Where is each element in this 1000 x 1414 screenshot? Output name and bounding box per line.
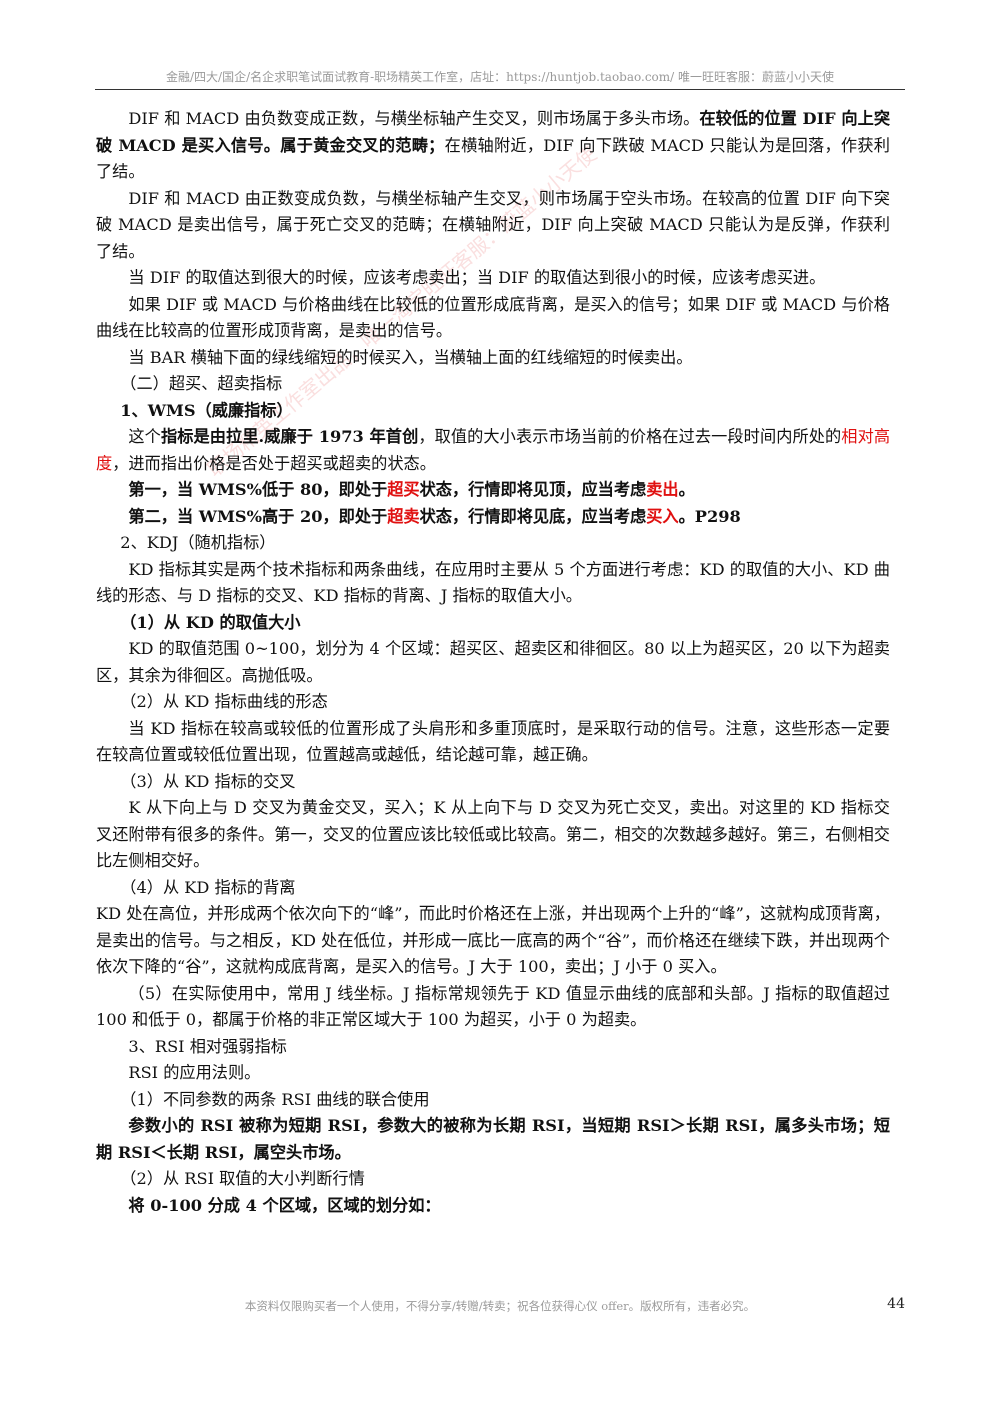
text-span: 。 [678,480,695,499]
subheading-kd-value: （1）从 KD 的取值大小 [120,612,301,632]
paragraph-kd-cross: K 从下向上与 D 交叉为黄金交叉，买入；K 从上向下与 D 交叉为死亡交叉，卖… [96,798,890,870]
paragraph-kd-intro: KD 指标其实是两个技术指标和两条曲线，在应用时主要从 5 个方面进行考虑：KD… [96,559,890,606]
text-span: 。P298 [678,506,741,526]
subheading-kd-cross: （3）从 KD 指标的交叉 [120,771,296,791]
text-span: 第二，当 WMS%高于 20，即处于 [128,506,388,526]
red-text-sell: 卖出 [646,480,679,499]
paragraph-macd-bull: DIF 和 MACD 由负数变成正数，与横坐标轴产生交叉，则市场属于多头市场。在… [96,106,890,186]
paragraph-wms-first: 第一，当 WMS%低于 80，即处于超买状态，行情即将见顶，应当考虑卖出。 [96,477,890,504]
text-span: 状态，行情即将见底，应当考虑 [419,506,647,526]
paragraph-kd-shape: 当 KD 指标在较高或较低的位置形成了头肩形和多重顶底时，是采取行动的信号。注意… [96,718,890,765]
paragraph-j-line: （5）在实际使用中，常用 J 线坐标。J 指标常规领先于 KD 值显示曲线的底部… [96,983,890,1030]
subheading-kd-shape: （2）从 KD 指标曲线的形态 [120,692,328,711]
red-text-buy: 买入 [646,506,679,526]
subheading-rsi-value: （2）从 RSI 取值的大小判断行情 [120,1169,365,1188]
page-number: 44 [887,1296,905,1312]
text-span: 在横轴附近，DIF 向下跌破 MACD 只能认为是回落，作获利了结。 [96,135,890,182]
red-text-relative-height: 相对高度 [96,427,891,473]
section-heading-wms: 1、WMS（威廉指标） [120,400,293,420]
paragraph-wms-intro: 这个指标是由拉里.威廉于 1973 年首创，取值的大小表示市场当前的价格在过去一… [96,424,890,477]
red-text-oversold: 超卖 [387,506,420,526]
paragraph-rsi-rules: RSI 的应用法则。 [128,1063,261,1082]
paragraph-rsi-short-long: 参数小的 RSI 被称为短期 RSI，参数大的被称为长期 RSI，当短期 RSI… [96,1116,890,1162]
red-text-overbought: 超买 [387,480,420,499]
text-span: ，进而指出价格是否处于超买或超卖的状态。 [112,453,436,473]
section-heading-overbought: （二）超买、超卖指标 [120,374,283,393]
text-span: 状态，行情即将见顶，应当考虑 [419,480,647,499]
paragraph-wms-second: 第二，当 WMS%高于 20，即处于超卖状态，行情即将见底，应当考虑买入。P29… [96,504,890,531]
page-header: 金融/四大/国企/名企求职笔试面试教育-职场精英工作室，店址：https://h… [165,70,835,84]
document-body: DIF 和 MACD 由负数变成正数，与横坐标轴产生交叉，则市场属于多头市场。在… [96,106,890,1219]
paragraph-rsi-zones: 将 0-100 分成 4 个区域，区域的划分如： [128,1195,441,1215]
section-heading-rsi: 3、RSI 相对强弱指标 [128,1036,287,1056]
subheading-rsi-two-curves: （1）不同参数的两条 RSI 曲线的联合使用 [120,1089,430,1109]
paragraph-bar: 当 BAR 横轴下面的绿线缩短的时候买入，当横轴上面的红线缩短的时候卖出。 [128,347,693,367]
paragraph-divergence: 如果 DIF 或 MACD 与价格曲线在比较低的位置形成底背离，是买入的信号；如… [96,294,890,341]
text-span: 第一，当 WMS%低于 80，即处于 [128,480,388,499]
subheading-kd-divergence: （4）从 KD 指标的背离 [120,877,296,897]
paragraph-macd-bear: DIF 和 MACD 由正数变成负数，与横坐标轴产生交叉，则市场属于空头市场。在… [96,188,890,261]
header-divider [95,89,905,90]
section-heading-kdj: 2、KDJ（随机指标） [120,533,276,552]
paragraph-kd-divergence: KD 处在高位，并形成两个依次向下的“峰”，而此时价格还在上涨，并出现两个上升的… [96,904,890,976]
bold-text-buy-signal: 在较低的位置 DIF 向上突破 MACD 是买入信号。属于黄金交叉的范畴； [96,109,891,155]
text-span: ，取值的大小表示市场当前的价格在过去一段时间内所处的 [418,427,842,446]
paragraph-kd-range: KD 的取值范围 0~100，划分为 4 个区域：超买区、超卖区和徘徊区。80 … [96,639,890,685]
text-span: DIF 和 MACD 由负数变成正数，与横坐标轴产生交叉，则市场属于多头市场。 [128,109,700,128]
page-footer: 本资料仅限购买者一个人使用，不得分享/转赠/转卖；祝各位获得心仪 offer。版… [244,1299,756,1313]
paragraph-dif-value: 当 DIF 的取值达到很大的时候，应该考虑卖出；当 DIF 的取值达到很小的时候… [128,268,826,287]
text-span: 这个 [128,427,161,446]
bold-text-williams: 指标是由拉里.威廉于 1973 年首创 [160,427,419,446]
